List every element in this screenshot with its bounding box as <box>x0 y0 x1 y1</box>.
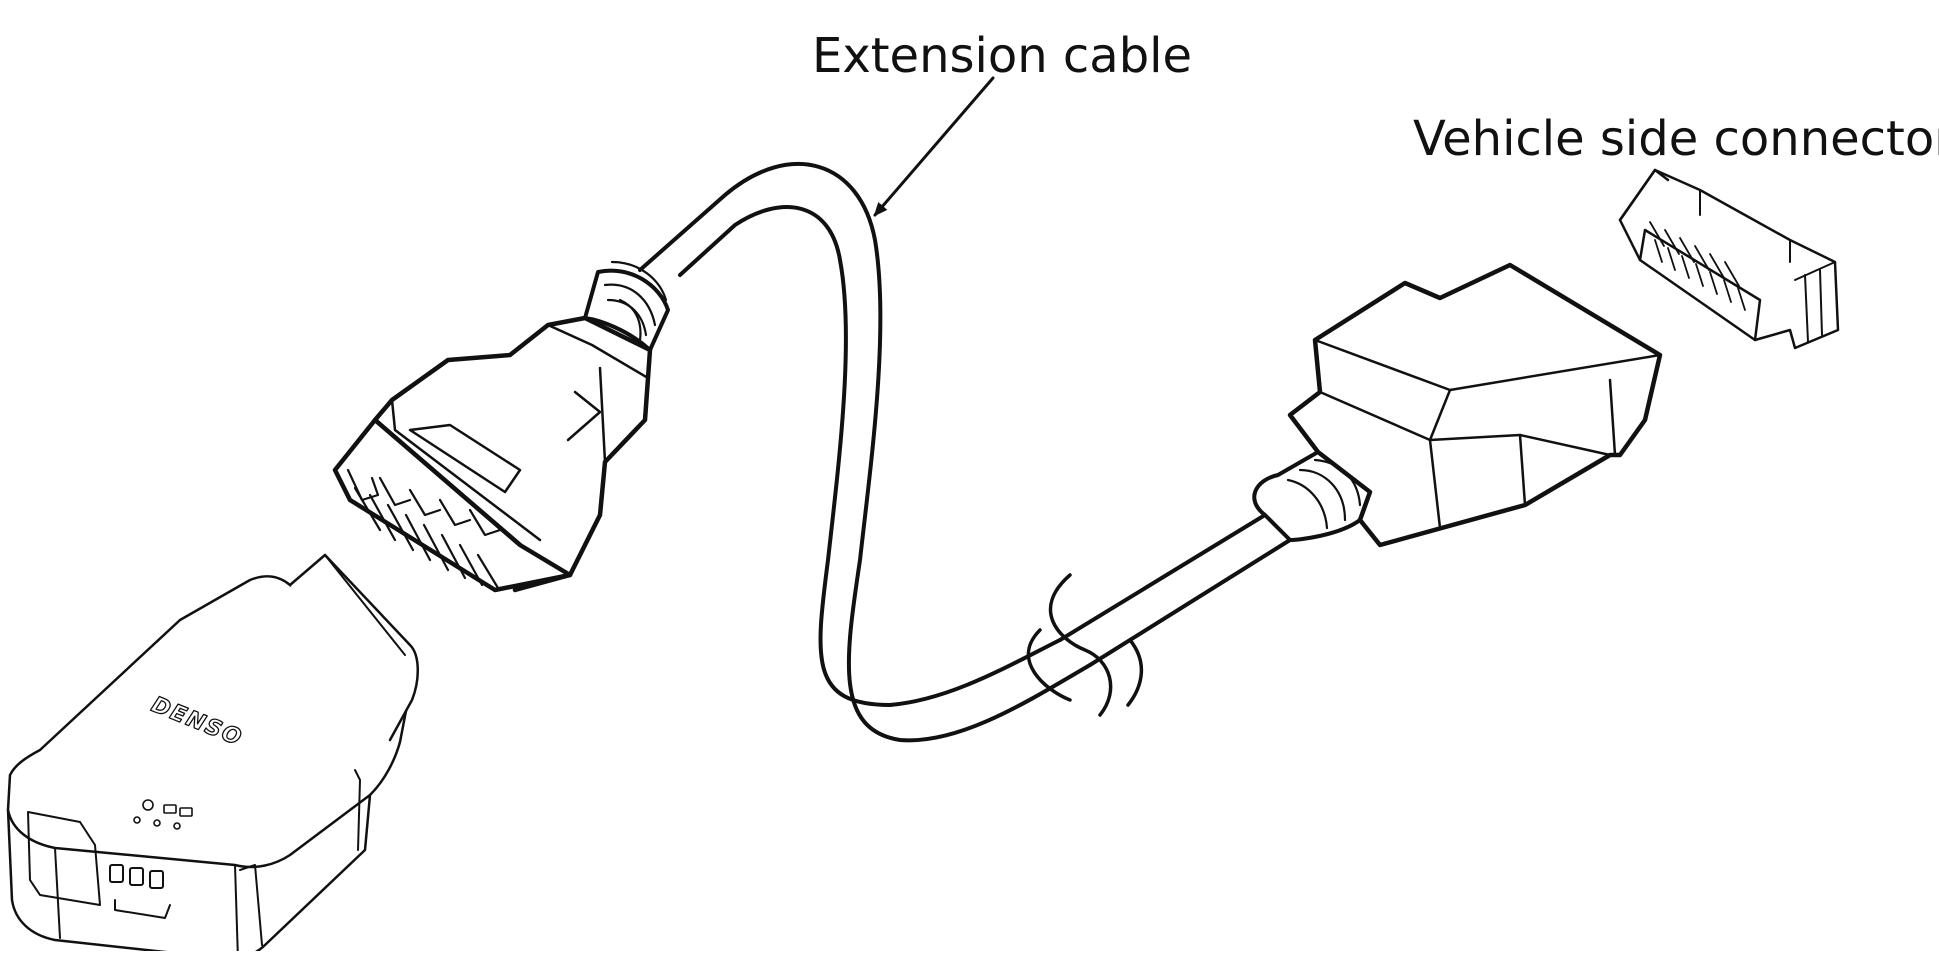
vehicle-side-connector <box>1618 168 1840 350</box>
extension-cable-label: Extension cable <box>812 28 1193 84</box>
extension-cable <box>638 161 1292 743</box>
denso-dongle: DENSO <box>6 553 419 955</box>
vehicle-side-connector-label: Vehicle side connector <box>1413 111 1939 167</box>
extension-cable-plug <box>1252 262 1663 548</box>
extension-cable-connector <box>332 260 670 593</box>
extension-cable-leader-arrow <box>873 76 995 217</box>
